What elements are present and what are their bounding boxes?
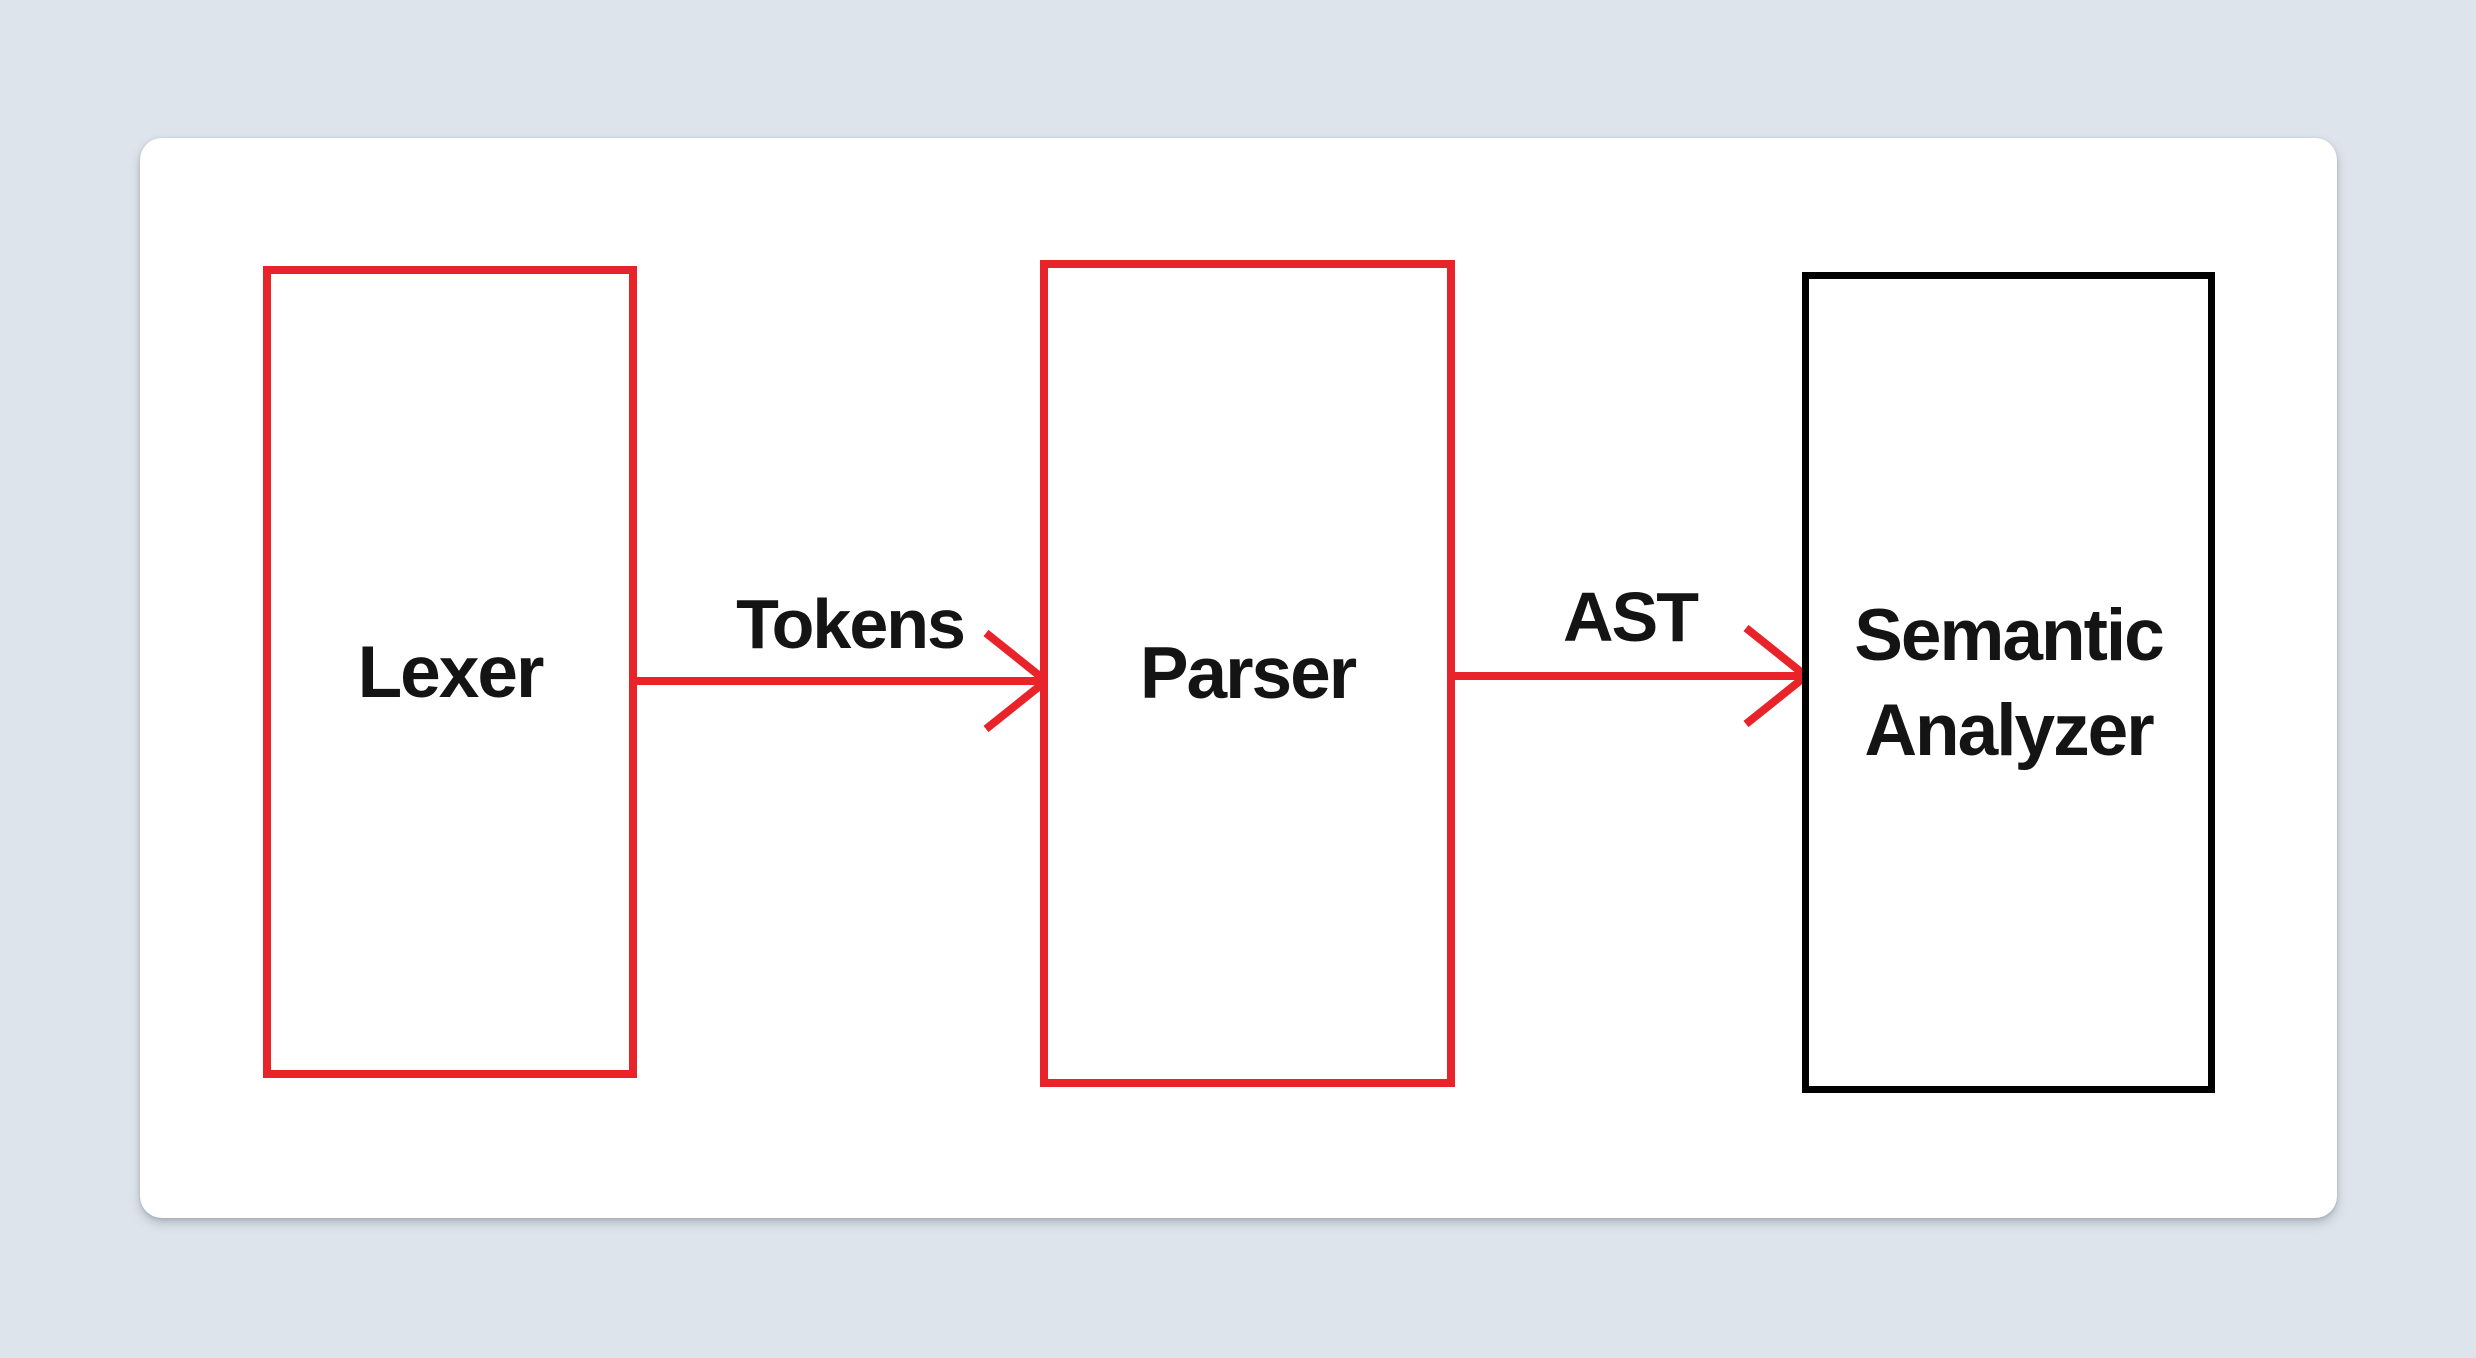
tokens-edge-label: Tokens: [736, 585, 966, 663]
parser-box: Parser: [1040, 260, 1455, 1087]
lexer-box: Lexer: [263, 266, 637, 1078]
lexer-label: Lexer: [357, 631, 545, 713]
ast-edge-label: AST: [1563, 578, 1699, 656]
parser-label: Parser: [1139, 633, 1357, 714]
ast-arrowhead-icon: [1743, 624, 1813, 728]
semantic-analyzer-box: Semantic Analyzer: [1802, 272, 2215, 1093]
tokens-arrowhead-icon: [983, 629, 1053, 733]
semantic-analyzer-label: Semantic Analyzer: [1854, 594, 2165, 771]
